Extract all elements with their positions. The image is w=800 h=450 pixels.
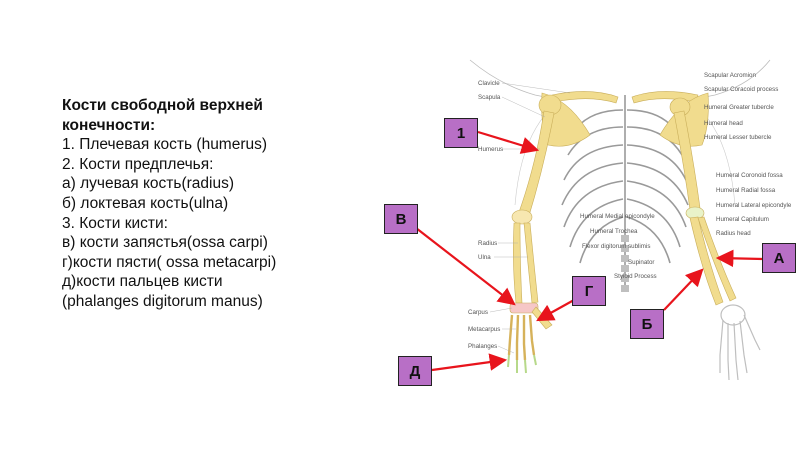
marker-v: В bbox=[384, 204, 418, 234]
arrow-a bbox=[715, 249, 764, 268]
marker-1: 1 bbox=[444, 118, 478, 148]
label-ulna: Ulna bbox=[478, 254, 491, 261]
item-ulna: б) локтевая кость(ulna) bbox=[62, 194, 229, 212]
label-flexor: Flexor digitorum sublimis bbox=[582, 243, 650, 250]
item-humerus: 1. Плечевая кость (humerus) bbox=[62, 136, 268, 154]
arrow-v bbox=[415, 227, 516, 306]
right-labels: Scapular Acromion Scapular Coracoid proc… bbox=[580, 72, 792, 280]
item-carpus: в) кости запястья(ossa carpi) bbox=[62, 234, 268, 252]
label-coronoid-fossa: Humeral Coronoid fossa bbox=[716, 172, 783, 179]
item-metacarpus: г)кости пясти( ossa metacarpi) bbox=[62, 253, 277, 271]
label-clavicle: Clavicle bbox=[478, 80, 500, 87]
title-line-1: Кости свободной верхней bbox=[62, 97, 263, 114]
label-styloid: Styloid Process bbox=[614, 273, 657, 280]
label-humerus: Humerus bbox=[478, 146, 503, 153]
label-scapular-coracoid: Scapular Coracoid process bbox=[704, 86, 778, 93]
label-lateral-epicondyle: Humeral Lateral epicondyle bbox=[716, 202, 792, 209]
arrow-g bbox=[536, 299, 575, 322]
label-supinator: Supinator bbox=[628, 259, 655, 266]
arrow-d bbox=[431, 353, 508, 372]
label-lesser-tubercle: Humeral Lesser tubercle bbox=[704, 134, 772, 141]
label-radius-head: Radius head bbox=[716, 230, 751, 237]
label-metacarpus: Metacarpus bbox=[468, 326, 500, 333]
marker-a: А bbox=[762, 243, 796, 273]
skeleton-illustration: Clavicle Scapula Humerus Radius Ulna Car… bbox=[468, 59, 792, 381]
label-scapular-acromion: Scapular Acromion bbox=[704, 72, 756, 79]
item-hand: 3. Кости кисти: bbox=[62, 214, 168, 232]
arrow-b bbox=[663, 268, 704, 311]
marker-b: Б bbox=[630, 309, 664, 339]
left-labels: Clavicle Scapula Humerus Radius Ulna Car… bbox=[468, 80, 503, 350]
ribcage bbox=[561, 95, 689, 285]
label-humeral-head: Humeral head bbox=[704, 120, 743, 127]
label-medial-epicondyle: Humeral Medial epicondyle bbox=[580, 213, 655, 220]
label-phalanges: Phalanges bbox=[468, 343, 497, 350]
marker-g: Г bbox=[572, 276, 606, 306]
marker-d: Д bbox=[398, 356, 432, 386]
label-radius: Radius bbox=[478, 240, 497, 247]
bones-description: Кости свободной верхней конечности: 1. П… bbox=[62, 96, 392, 312]
label-trochea: Humeral Trochea bbox=[590, 228, 638, 235]
label-greater-tubercle: Humeral Greater tubercle bbox=[704, 104, 774, 111]
label-radial-fossa: Humeral Radial fossa bbox=[716, 187, 776, 194]
label-carpus: Carpus bbox=[468, 309, 488, 316]
skeleton-figure: Clavicle Scapula Humerus Radius Ulna Car… bbox=[440, 55, 800, 445]
label-capitulum: Humeral Capitulum bbox=[716, 216, 769, 223]
label-scapula: Scapula bbox=[478, 94, 501, 101]
arrow-1 bbox=[477, 130, 540, 154]
item-phalanges-latin: (phalanges digitorum manus) bbox=[62, 292, 263, 310]
title-line-2: конечности: bbox=[62, 116, 156, 134]
item-forearm: 2. Кости предплечья: bbox=[62, 155, 214, 173]
spine bbox=[621, 235, 629, 292]
item-radius: а) лучевая кость(radius) bbox=[62, 175, 234, 193]
item-phalanges: д)кости пальцев кисти bbox=[62, 273, 223, 291]
